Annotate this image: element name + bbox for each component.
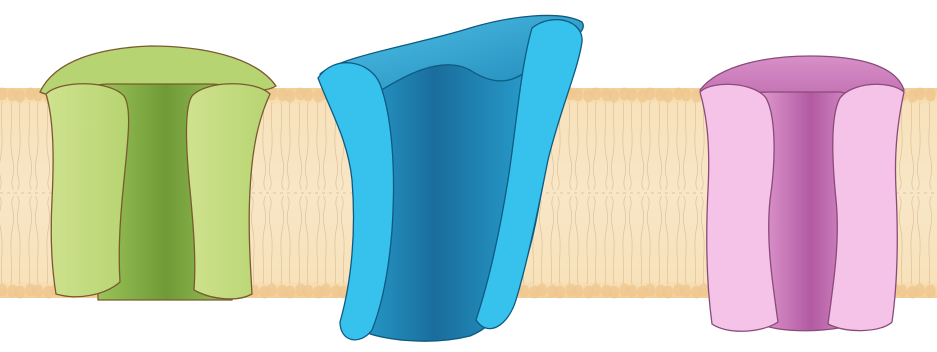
lipid-head	[663, 286, 673, 299]
lipid-head	[537, 284, 547, 297]
lipid-head	[267, 284, 277, 297]
lipid-head	[681, 285, 691, 298]
lipid-head	[303, 89, 313, 102]
lipid-head	[591, 284, 601, 297]
lipid-head	[627, 285, 637, 298]
channel-protein-3	[700, 56, 904, 331]
lipid-head	[573, 285, 583, 298]
lipid-head	[285, 90, 295, 103]
lipid-head	[15, 90, 25, 103]
lipid-head	[645, 88, 655, 101]
protein-3-right-wall	[828, 84, 904, 330]
lipid-head	[681, 89, 691, 102]
lipid-head	[915, 284, 925, 297]
lipid-head	[15, 286, 25, 299]
lipid-head	[609, 90, 619, 103]
lipid-head	[285, 286, 295, 299]
lipid-head	[627, 89, 637, 102]
lipid-head	[555, 286, 565, 299]
lipid-head	[645, 284, 655, 297]
lipid-head	[303, 285, 313, 298]
lipid-head	[609, 286, 619, 299]
protein-1-left-wall	[46, 84, 129, 297]
channel-protein-1	[40, 46, 276, 300]
lipid-head	[321, 284, 331, 297]
lipid-head	[33, 285, 43, 298]
protein-3-left-wall	[700, 84, 778, 331]
lipid-head	[591, 88, 601, 101]
lipid-head	[663, 90, 673, 103]
lipid-head	[915, 88, 925, 101]
lipid-head	[573, 89, 583, 102]
lipid-head	[897, 285, 907, 298]
lipid-head	[925, 285, 935, 298]
lipid-head	[925, 89, 935, 102]
